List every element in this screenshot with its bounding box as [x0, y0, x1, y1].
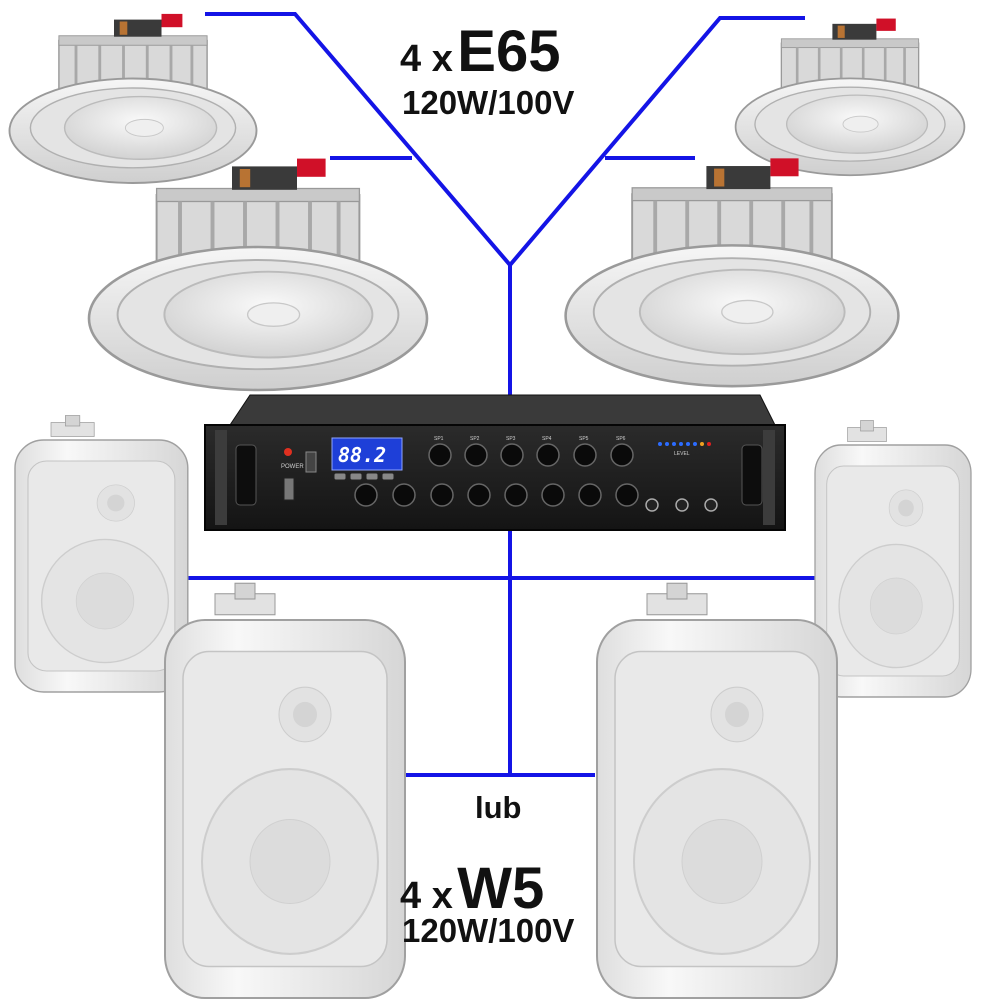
zone-label-3: SP3: [506, 436, 516, 442]
ceiling-speaker-back-left: [8, 12, 258, 185]
ceiling-speaker-front-right: [563, 156, 901, 389]
wall-speaker-back-left: [14, 414, 189, 693]
level-label: LEVEL: [674, 451, 690, 457]
ceiling-speaker-front-left: [87, 156, 429, 392]
ceiling-speaker-back-right: [734, 17, 966, 177]
zone-volume-knobs: [428, 443, 634, 467]
display-panel: [331, 437, 403, 471]
bottom-group-quantity: 4 x: [400, 875, 453, 917]
wall-speaker-front-right: [595, 582, 839, 1000]
bottom-group-spec: 120W/100V: [402, 912, 575, 949]
top-group-spec: 120W/100V: [402, 84, 575, 121]
tone-knobs: [354, 483, 639, 507]
wall-speaker-front-left: [163, 582, 407, 1000]
speaker-wiring: [185, 12, 815, 777]
top-group-quantity: 4 x: [400, 38, 453, 80]
bottom-group-title: 4 x W5: [400, 855, 544, 922]
zone-label-5: SP5: [579, 436, 589, 442]
zone-label-6: SP6: [616, 436, 626, 442]
zone-label-2: SP2: [470, 436, 480, 442]
display-readout: 88.2: [338, 443, 386, 467]
zone-label-4: SP4: [542, 436, 552, 442]
mic-inputs: [645, 498, 718, 512]
alternative-label: lub: [475, 790, 522, 825]
power-led-icon: [284, 448, 292, 456]
wall-speaker-back-right: [814, 419, 972, 698]
media-buttons: [333, 472, 395, 481]
zone-label-1: SP1: [434, 436, 444, 442]
power-switch: [283, 477, 295, 501]
top-group-model: E65: [457, 19, 561, 84]
top-group-title: 4 x E65: [400, 18, 560, 85]
bottom-group-model: W5: [457, 856, 545, 921]
level-meter-leds: [658, 442, 711, 446]
mixer-amplifier: POWER 88.2 SP1 SP2 SP3 SP4 SP5 SP6: [204, 394, 786, 531]
power-label: POWER: [281, 464, 304, 470]
usb-port: [305, 451, 317, 473]
